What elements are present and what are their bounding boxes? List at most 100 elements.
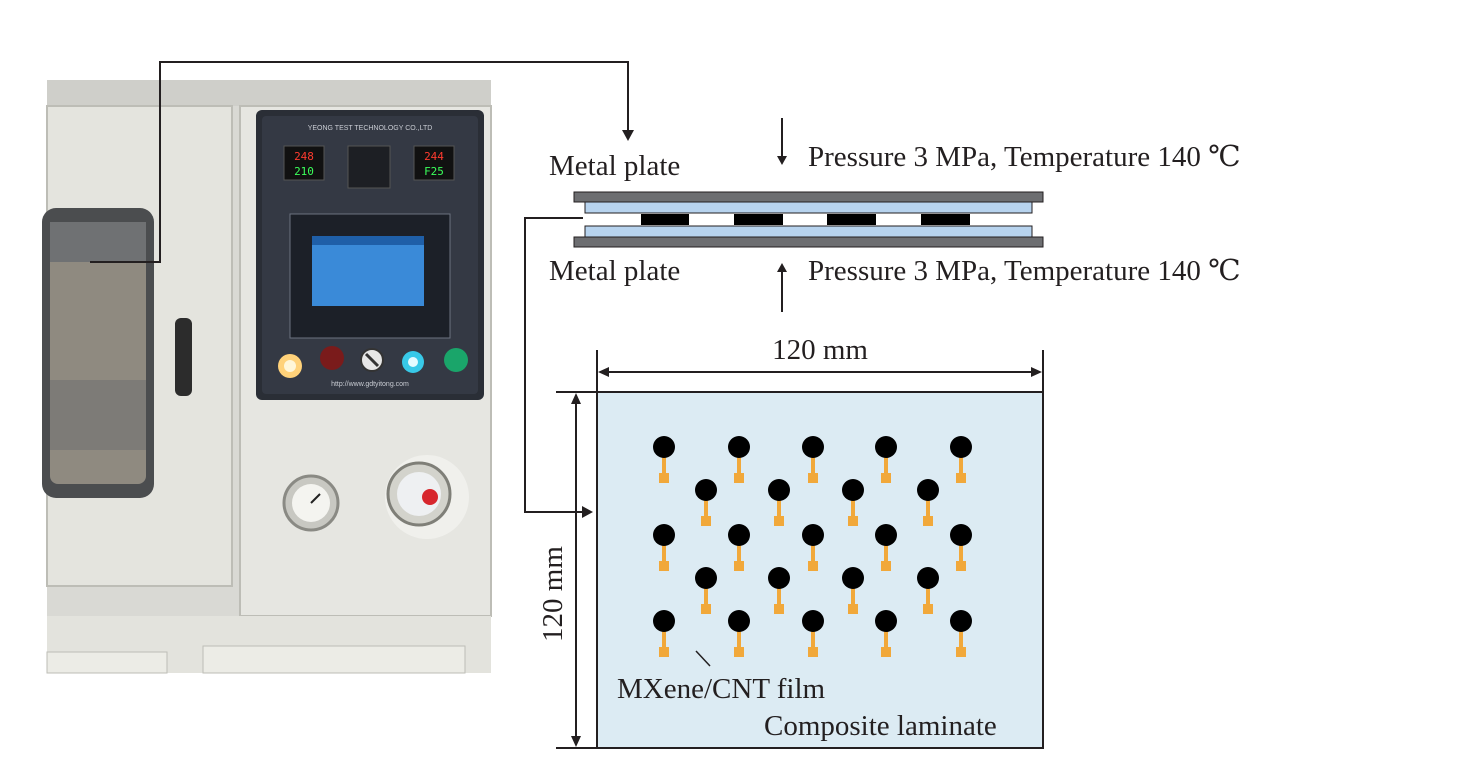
sensor-array [653, 436, 972, 657]
hot-press-photo: YEONG TEST TECHNOLOGY CO.,LTD 248 210 24… [42, 80, 492, 674]
sensor [695, 479, 717, 526]
touch-screen [312, 236, 424, 306]
film-strip [921, 214, 970, 225]
sensor-head [728, 610, 750, 632]
sensor-head [917, 567, 939, 589]
sensor-head [728, 524, 750, 546]
sensor-lead [811, 455, 815, 483]
sensor-pad [734, 473, 744, 483]
sensor-pad [774, 516, 784, 526]
arrowhead-laminate [582, 506, 593, 518]
sensor-lead [851, 498, 855, 526]
sensor-pad [659, 473, 669, 483]
sensor [875, 436, 897, 483]
sensor-pad [881, 561, 891, 571]
sensor-head [875, 524, 897, 546]
sensor-lead [662, 543, 666, 571]
sensor-head [728, 436, 750, 458]
inner-plate-bottom [584, 225, 1033, 238]
sensor-pad [956, 647, 966, 657]
sensor-lead [662, 629, 666, 657]
sensor-lead [737, 455, 741, 483]
sensor-pad [923, 604, 933, 614]
width-dimension-label: 120 mm [772, 334, 868, 366]
film-label: MXene/CNT film [617, 673, 826, 705]
sensor [842, 567, 864, 614]
sensor [728, 610, 750, 657]
svg-text:248: 248 [294, 150, 314, 163]
sensor [653, 610, 675, 657]
sensor-pad [734, 647, 744, 657]
sensor-pad [808, 473, 818, 483]
sensor-pad [848, 516, 858, 526]
sensor-head [768, 479, 790, 501]
metal-plate-bottom-label: Metal plate [549, 255, 680, 287]
sensor-pad [923, 516, 933, 526]
width-dimension [596, 350, 1044, 392]
sensor-head [875, 610, 897, 632]
sensor-lead [959, 629, 963, 657]
sensor-lead [811, 629, 815, 657]
sensor [842, 479, 864, 526]
sensor-head [802, 524, 824, 546]
sensor-lead [811, 543, 815, 571]
sensor [875, 524, 897, 571]
sensor-head [875, 436, 897, 458]
sensor [768, 479, 790, 526]
panel-brand: YEONG TEST TECHNOLOGY CO.,LTD [308, 125, 433, 132]
door-handle [175, 318, 192, 396]
sensor [653, 436, 675, 483]
sensor-head [950, 524, 972, 546]
film-pointer-line [695, 650, 711, 667]
sensor-pad [956, 473, 966, 483]
sensor-lead [926, 498, 930, 526]
sensor-pad [734, 561, 744, 571]
sensor [653, 524, 675, 571]
inner-plate-top [584, 201, 1033, 214]
sensor-head [917, 479, 939, 501]
sensor-lead [959, 543, 963, 571]
photo-to-press-line [90, 61, 629, 263]
sensor [950, 436, 972, 483]
sensor-head [653, 436, 675, 458]
stop-button [320, 346, 344, 370]
height-dimension [556, 391, 597, 749]
sensor-lead [884, 543, 888, 571]
timer-display [347, 145, 391, 189]
sensor-pad [808, 647, 818, 657]
svg-text:244: 244 [424, 150, 444, 163]
sensor-head [802, 436, 824, 458]
sensor-pad [848, 604, 858, 614]
film-strip [734, 214, 783, 225]
sensor-head [695, 479, 717, 501]
sensor-pad [701, 604, 711, 614]
sensor-lead [704, 586, 708, 614]
sensor-lead [777, 498, 781, 526]
metal-plate-top-label: Metal plate [549, 150, 680, 182]
pressure-bottom-label: Pressure 3 MPa, Temperature 140 ℃ [808, 255, 1241, 287]
sensor [802, 436, 824, 483]
sensor [695, 567, 717, 614]
sensor-pad [956, 561, 966, 571]
sensor-lead [884, 455, 888, 483]
arrowhead-press [622, 130, 634, 141]
connector-arrows [90, 61, 629, 513]
film-strip [641, 214, 689, 225]
sensor-head [842, 567, 864, 589]
sensor-pad [881, 647, 891, 657]
press-stack [573, 191, 1044, 248]
sensor-head [653, 524, 675, 546]
sensor-head [653, 610, 675, 632]
sensor [802, 524, 824, 571]
svg-text:210: 210 [294, 165, 314, 178]
press-to-laminate-line [524, 217, 583, 513]
sensor-lead [926, 586, 930, 614]
sensor-lead [777, 586, 781, 614]
sensor [950, 610, 972, 657]
sensor-lead [737, 629, 741, 657]
sensor [917, 567, 939, 614]
sensor [802, 610, 824, 657]
height-dimension-label: 120 mm [537, 546, 569, 642]
sensor-pad [774, 604, 784, 614]
sensor-pad [659, 561, 669, 571]
